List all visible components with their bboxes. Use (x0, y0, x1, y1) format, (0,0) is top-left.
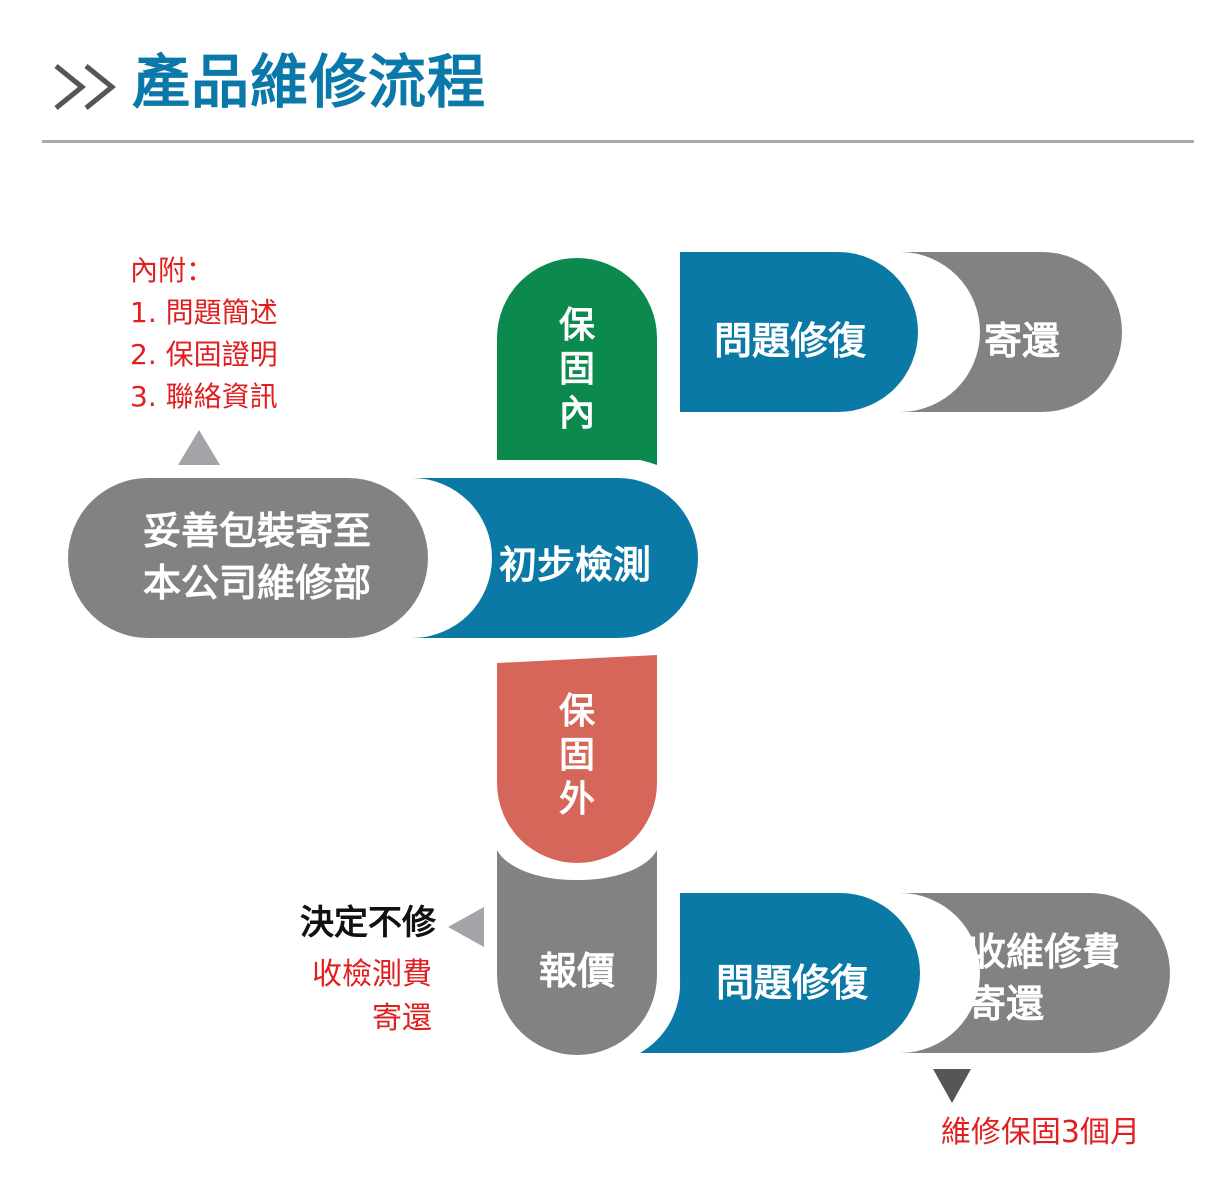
decline-note-line: 寄還 (372, 1001, 432, 1036)
down-arrow-icon (933, 1069, 971, 1103)
enclosed-note-item: 2. 保固證明 (130, 338, 278, 371)
out-warranty-char: 外 (558, 779, 595, 820)
pack-shape (68, 478, 428, 638)
enclosed-note-item: 3. 聯絡資訊 (130, 380, 278, 413)
decline-note-line: 收檢測費 (312, 957, 432, 992)
inspect-shape (412, 478, 698, 638)
title-divider (42, 140, 1194, 143)
in-warranty-char: 保 (558, 305, 595, 346)
repair-bottom-shape (640, 893, 920, 1053)
page-title: 產品維修流程 (132, 48, 487, 116)
out-warranty-char: 保 (558, 691, 595, 732)
out-warranty-shape (497, 655, 657, 863)
quote-label: 報價 (538, 949, 615, 993)
quote-shape (497, 850, 657, 1055)
repair-top-label: 問題修復 (713, 319, 866, 363)
in-warranty-shape (497, 258, 657, 465)
charge-return-line: 寄還 (968, 982, 1045, 1026)
charge-return-line: 收維修費 (968, 930, 1121, 974)
inspect-step-label: 初步檢測 (498, 543, 651, 587)
pack-step-label: 妥善包裝寄至 本公司維修部 (112, 505, 402, 609)
charge-return-shape (900, 893, 1170, 1053)
return-top-label: 寄還 (983, 319, 1060, 363)
chevron-double-right-icon (54, 64, 116, 110)
repair-bottom-label: 問題修復 (715, 961, 868, 1005)
warranty-note: 維修保固3個月 (940, 1115, 1140, 1150)
in-warranty-char: 內 (558, 393, 595, 434)
out-warranty-char: 固 (558, 735, 595, 776)
in-warranty-char: 固 (558, 349, 595, 390)
repair-top-shape (640, 252, 918, 412)
in-warranty-label: 保 固 內 (557, 304, 597, 436)
return-top-shape (900, 252, 1122, 412)
enclosed-note: 內附： 1. 問題簡述 2. 保固證明 3. 聯絡資訊 (130, 250, 278, 418)
enclosed-note-heading: 內附： (130, 254, 215, 287)
decline-note: 收檢測費 寄還 (240, 953, 432, 1041)
pack-step-line: 妥善包裝寄至 (142, 509, 371, 553)
out-warranty-label: 保 固 外 (557, 690, 597, 822)
up-arrow-icon (178, 430, 220, 465)
charge-return-label: 收維修費 寄還 (968, 926, 1148, 1030)
decline-label: 決定不修 (300, 903, 436, 943)
pack-step-line: 本公司維修部 (142, 561, 371, 605)
left-arrow-icon (448, 907, 484, 947)
enclosed-note-item: 1. 問題簡述 (130, 296, 278, 329)
